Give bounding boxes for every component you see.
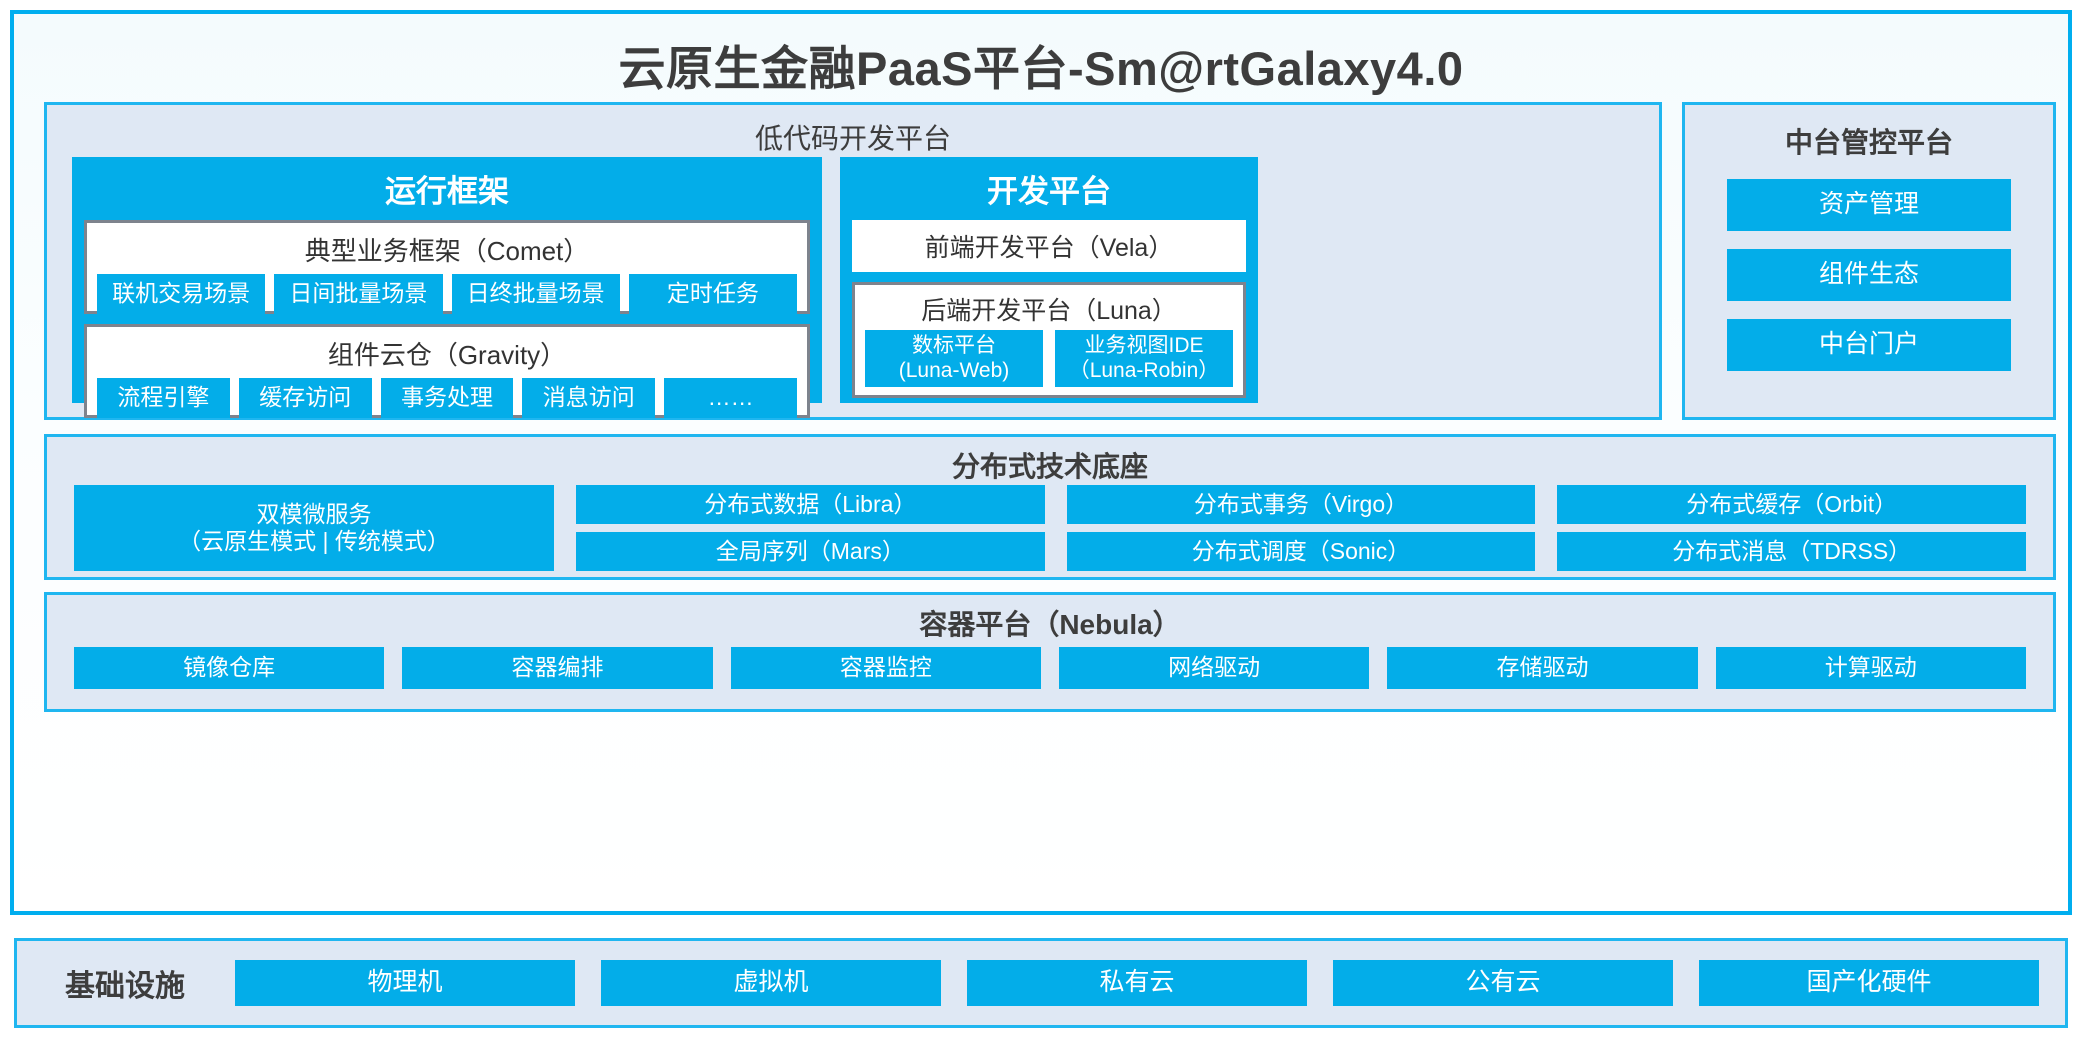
comet-item-row: 联机交易场景 日间批量场景 日终批量场景 定时任务 <box>87 274 807 322</box>
luna-robin-code: （Luna-Robin） <box>1068 358 1220 382</box>
section-midoffice-platform: 中台管控平台 资产管理 组件生态 中台门户 <box>1682 102 2056 420</box>
comet-item[interactable]: 定时任务 <box>628 274 797 314</box>
section-distributed-base: 分布式技术底座 双模微服务 （云原生模式 | 传统模式） 分布式数据（Libra… <box>44 434 2056 580</box>
container-item-monitoring[interactable]: 容器监控 <box>730 647 1041 689</box>
distributed-col-3: 分布式缓存（Orbit） 分布式消息（TDRSS） <box>1557 485 2027 571</box>
dual-mode-line1: 双模微服务 <box>256 500 372 527</box>
midoffice-item-portal[interactable]: 中台门户 <box>1727 319 2011 371</box>
section-container-platform: 容器平台（Nebula） 镜像仓库 容器编排 容器监控 网络驱动 存储驱动 计算… <box>44 592 2056 712</box>
container-item-network-driver[interactable]: 网络驱动 <box>1058 647 1370 689</box>
luna-item-robin[interactable]: 业务视图IDE （Luna-Robin） <box>1055 330 1233 387</box>
luna-item-web[interactable]: 数标平台 (Luna-Web) <box>865 330 1043 387</box>
distributed-item-tdrss[interactable]: 分布式消息（TDRSS） <box>1557 532 2027 571</box>
distributed-item-sonic[interactable]: 分布式调度（Sonic） <box>1066 532 1536 571</box>
gravity-item[interactable]: 消息访问 <box>522 378 656 418</box>
luna-robin-name: 业务视图IDE <box>1084 333 1204 357</box>
distributed-item-virgo[interactable]: 分布式事务（Virgo） <box>1066 485 1536 524</box>
comet-title: 典型业务框架（Comet） <box>304 236 590 266</box>
lowcode-title: 低代码开发平台 <box>754 123 951 154</box>
container-item-orchestration[interactable]: 容器编排 <box>402 647 713 689</box>
platform-outer-frame: 云原生金融PaaS平台-Sm@rtGalaxy4.0 低代码开发平台 运行框架 … <box>10 10 2072 915</box>
gravity-item-row: 流程引擎 缓存访问 事务处理 消息访问 …… <box>87 378 807 426</box>
section-infrastructure: 基础设施 物理机 虚拟机 私有云 公有云 国产化硬件 <box>14 938 2068 1028</box>
distributed-item-orbit[interactable]: 分布式缓存（Orbit） <box>1557 485 2027 524</box>
group-runtime-framework: 运行框架 典型业务框架（Comet） 联机交易场景 日间批量场景 日终批量场景 … <box>72 157 822 418</box>
infrastructure-item-private-cloud[interactable]: 私有云 <box>967 960 1307 1006</box>
gravity-item[interactable]: 事务处理 <box>380 378 514 418</box>
group-development-platform: 开发平台 前端开发平台（Vela） 后端开发平台（Luna） 数标平台 (Lun… <box>840 157 1258 403</box>
container-item-compute-driver[interactable]: 计算驱动 <box>1715 647 2026 689</box>
container-title: 容器平台（Nebula） <box>919 609 1181 640</box>
infrastructure-item-virtual-machine[interactable]: 虚拟机 <box>601 960 941 1006</box>
gravity-item-ellipsis[interactable]: …… <box>664 378 797 418</box>
gravity-item[interactable]: 流程引擎 <box>97 378 230 418</box>
luna-web-code: (Luna-Web) <box>898 358 1010 382</box>
luna-web-name: 数标平台 <box>912 333 996 357</box>
luna-title: 后端开发平台（Luna） <box>921 297 1177 325</box>
midoffice-item-asset-management[interactable]: 资产管理 <box>1727 179 2011 231</box>
container-item-row: 镜像仓库 容器编排 容器监控 网络驱动 存储驱动 计算驱动 <box>74 647 2026 689</box>
distributed-grid: 双模微服务 （云原生模式 | 传统模式） 分布式数据（Libra） 全局序列（M… <box>74 485 2027 571</box>
infrastructure-item-public-cloud[interactable]: 公有云 <box>1333 960 1673 1006</box>
section-lowcode-platform: 低代码开发平台 运行框架 典型业务框架（Comet） 联机交易场景 日间批量场景… <box>44 102 1662 420</box>
distributed-item-mars[interactable]: 全局序列（Mars） <box>576 532 1045 571</box>
infrastructure-item-row: 物理机 虚拟机 私有云 公有云 国产化硬件 <box>235 960 2039 1006</box>
infrastructure-item-physical-machine[interactable]: 物理机 <box>235 960 575 1006</box>
page-title: 云原生金融PaaS平台-Sm@rtGalaxy4.0 <box>618 42 1464 95</box>
container-item-image-registry[interactable]: 镜像仓库 <box>74 647 385 689</box>
infrastructure-label: 基础设施 <box>65 970 185 1003</box>
container-item-storage-driver[interactable]: 存储驱动 <box>1387 647 1698 689</box>
distributed-item-dual-mode-microservice[interactable]: 双模微服务 （云原生模式 | 传统模式） <box>74 485 554 571</box>
card-comet: 典型业务框架（Comet） 联机交易场景 日间批量场景 日终批量场景 定时任务 <box>84 220 810 314</box>
midoffice-item-component-ecosystem[interactable]: 组件生态 <box>1727 249 2011 301</box>
runtime-framework-title: 运行框架 <box>385 174 509 209</box>
distributed-item-libra[interactable]: 分布式数据（Libra） <box>576 485 1045 524</box>
gravity-title: 组件云仓（Gravity） <box>327 340 567 370</box>
comet-item[interactable]: 日终批量场景 <box>451 274 620 314</box>
card-vela-frontend[interactable]: 前端开发平台（Vela） <box>852 220 1246 272</box>
distributed-col-1: 分布式数据（Libra） 全局序列（Mars） <box>576 485 1045 571</box>
distributed-title: 分布式技术底座 <box>951 451 1148 482</box>
luna-item-row: 数标平台 (Luna-Web) 业务视图IDE （Luna-Robin） <box>855 330 1243 395</box>
distributed-col-dualmode: 双模微服务 （云原生模式 | 传统模式） <box>74 485 554 571</box>
card-luna-backend: 后端开发平台（Luna） 数标平台 (Luna-Web) 业务视图IDE （Lu… <box>852 282 1246 398</box>
development-platform-title: 开发平台 <box>987 174 1111 209</box>
infrastructure-item-domestic-hardware[interactable]: 国产化硬件 <box>1699 960 2039 1006</box>
card-gravity: 组件云仓（Gravity） 流程引擎 缓存访问 事务处理 消息访问 …… <box>84 324 810 418</box>
comet-item[interactable]: 联机交易场景 <box>97 274 266 314</box>
distributed-col-2: 分布式事务（Virgo） 分布式调度（Sonic） <box>1066 485 1536 571</box>
dual-mode-line2: （云原生模式 | 传统模式） <box>178 528 450 554</box>
comet-item[interactable]: 日间批量场景 <box>274 274 443 314</box>
midoffice-title: 中台管控平台 <box>1784 127 1953 158</box>
gravity-item[interactable]: 缓存访问 <box>238 378 372 418</box>
